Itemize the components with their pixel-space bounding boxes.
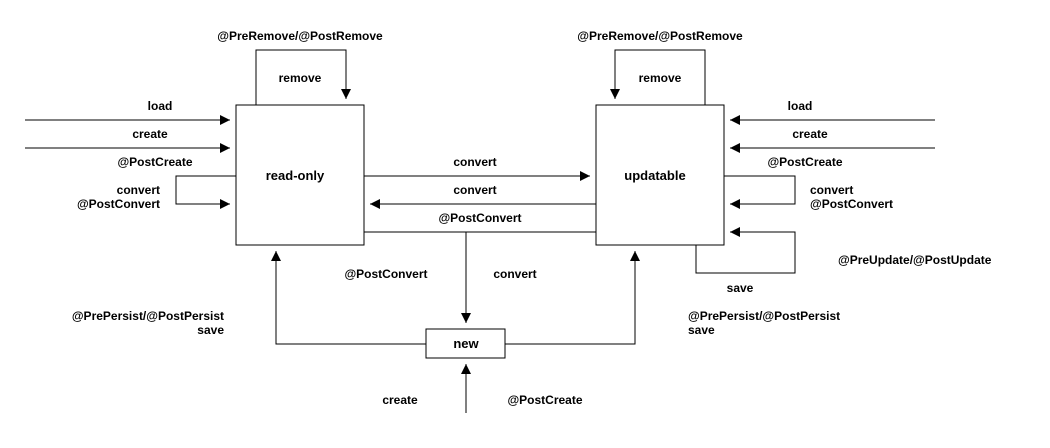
updatable-state-label: updatable: [624, 168, 685, 183]
read-only-remove-callbacks-label: @PreRemove/@PostRemove: [217, 29, 383, 43]
updatable-save-loop-arrow: [695, 227, 796, 274]
convert-to-new-label: convert: [493, 267, 536, 281]
updatable-state-box: [595, 104, 725, 246]
updatable-persist-callbacks-label: @PrePersist/@PostPersist: [688, 309, 840, 323]
read-only-load-label: load: [148, 99, 173, 113]
convert-to-read-only-label: convert: [453, 183, 496, 197]
updatable-post-create-label: @PostCreate: [767, 155, 842, 169]
new-state-box: [425, 328, 506, 359]
updatable-load-label: load: [788, 99, 813, 113]
read-only-remove-label: remove: [279, 71, 322, 85]
read-only-create-label: create: [132, 127, 168, 141]
updatable-self-convert-arrow: [724, 175, 796, 209]
read-only-state-box: [235, 104, 365, 246]
post-convert-left-label: @PostConvert: [344, 267, 427, 281]
read-only-state-label: read-only: [266, 168, 325, 183]
read-only-remove-loop-arrow: [255, 49, 351, 105]
read-only-self-post-convert-label: @PostConvert: [77, 197, 160, 211]
read-only-self-convert-arrow: [175, 175, 236, 209]
updatable-self-convert-label: convert: [810, 183, 853, 197]
read-only-post-create-label: @PostCreate: [117, 155, 192, 169]
new-to-updatable-save-arrow: [505, 251, 640, 345]
updatable-remove-loop-arrow: [610, 49, 706, 105]
convert-to-updatable-label: convert: [453, 155, 496, 169]
post-convert-top-label: @PostConvert: [438, 211, 521, 225]
updatable-create-label: create: [792, 127, 828, 141]
updatable-self-post-convert-label: @PostConvert: [810, 197, 893, 211]
new-state-label: new: [453, 336, 479, 351]
read-only-save-label: save: [197, 323, 224, 337]
updatable-remove-callbacks-label: @PreRemove/@PostRemove: [577, 29, 743, 43]
updatable-persist-save-label: save: [688, 323, 715, 337]
read-only-persist-callbacks-label: @PrePersist/@PostPersist: [72, 309, 224, 323]
updatable-save-label: save: [727, 281, 754, 295]
updatable-remove-label: remove: [639, 71, 682, 85]
updatable-update-callbacks-label: @PreUpdate/@PostUpdate: [838, 253, 992, 267]
new-to-read-only-save-arrow: [271, 251, 426, 345]
new-post-create-label: @PostCreate: [507, 393, 582, 407]
read-only-self-convert-label: convert: [117, 183, 160, 197]
new-create-label: create: [382, 393, 418, 407]
